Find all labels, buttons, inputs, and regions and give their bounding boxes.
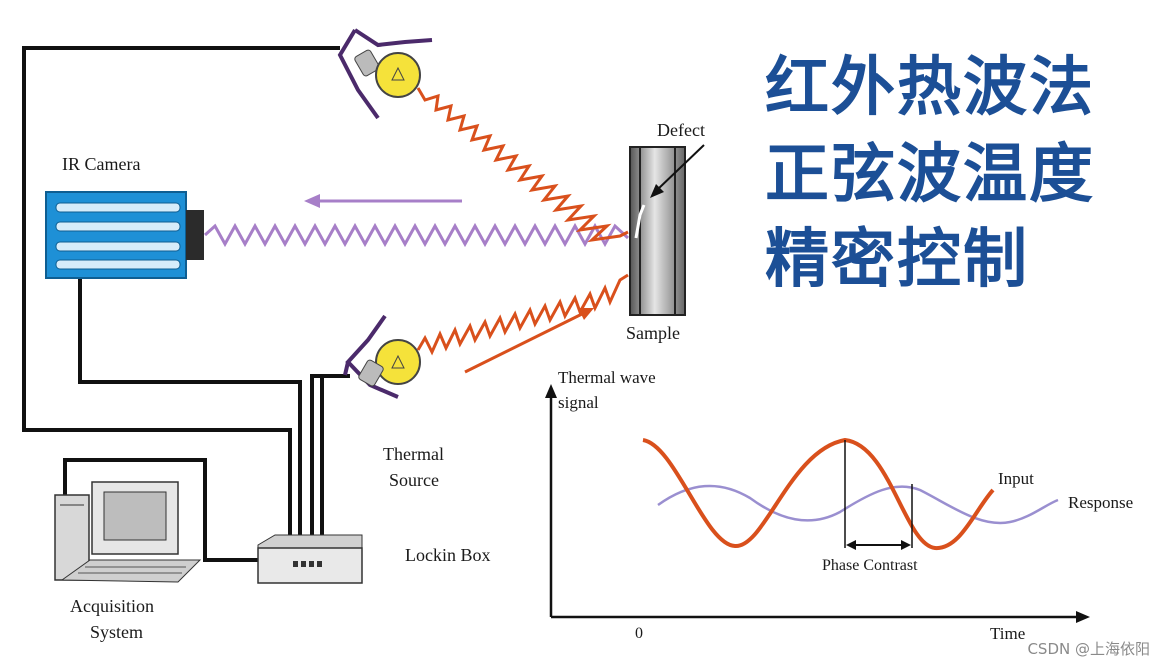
acquisition-label-1: Acquisition xyxy=(70,596,154,616)
ir-arrow xyxy=(304,194,462,208)
response-curve xyxy=(657,484,1059,525)
title-line-1: 红外热波法 xyxy=(765,51,1095,125)
bottom-bulb-icon xyxy=(343,314,421,399)
chart-origin-label: 0 xyxy=(635,625,643,642)
input-label: Input xyxy=(998,469,1034,488)
top-heat-wave xyxy=(416,87,629,243)
watermark: CSDN @上海依阳 xyxy=(1027,640,1150,658)
acquisition-label-2: System xyxy=(90,622,144,642)
heat-arrow xyxy=(464,308,594,374)
wiring xyxy=(22,46,350,562)
sample-label: Sample xyxy=(626,323,680,343)
sample-slab xyxy=(629,146,686,316)
ir-camera-label: IR Camera xyxy=(62,154,141,174)
signal-chart xyxy=(545,384,1090,623)
chart-xlabel: Time xyxy=(990,624,1026,643)
lockin-box-label: Lockin Box xyxy=(405,545,491,565)
computer-icon xyxy=(54,481,202,583)
title-line-2: 正弦波温度 xyxy=(765,138,1095,212)
ir-camera-icon xyxy=(45,191,204,279)
top-bulb-icon xyxy=(337,28,433,120)
thermal-source-label-1: Thermal xyxy=(383,444,444,464)
response-label: Response xyxy=(1068,493,1134,512)
chart-ylabel-2: signal xyxy=(558,393,599,412)
thermal-source-label-2: Source xyxy=(389,470,439,490)
input-curve xyxy=(642,437,995,550)
chart-ylabel-1: Thermal wave xyxy=(558,368,656,387)
title-line-3: 精密控制 xyxy=(765,223,1029,297)
lockin-box-icon xyxy=(257,534,363,584)
ir-wave xyxy=(203,222,630,248)
defect-arrow xyxy=(650,144,705,198)
phase-contrast-label: Phase Contrast xyxy=(822,557,918,574)
defect-label: Defect xyxy=(657,120,705,140)
bottom-heat-wave xyxy=(416,273,629,356)
